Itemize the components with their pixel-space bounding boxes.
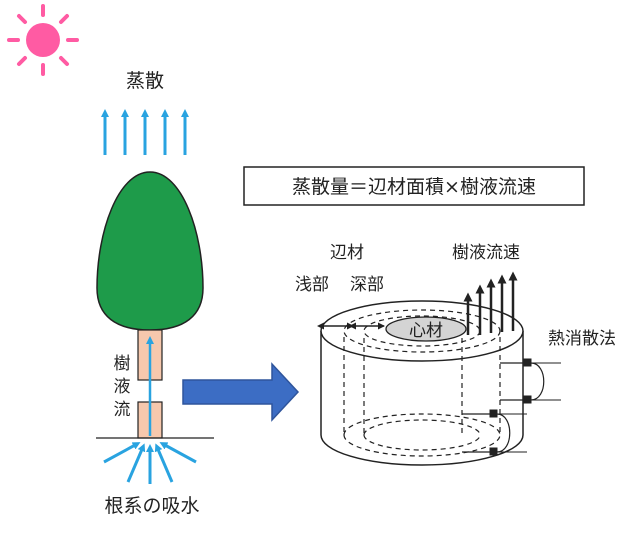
sapwood-label: 辺材 xyxy=(330,243,364,263)
shallow-label: 浅部 xyxy=(295,275,329,295)
sap-label-char: 樹 xyxy=(114,354,131,374)
sap-velocity-label: 樹液流速 xyxy=(452,243,520,263)
sap-label-char: 流 xyxy=(114,400,131,420)
sap-label-char: 液 xyxy=(114,377,131,397)
heartwood-label: 心材 xyxy=(409,321,443,341)
ring-shallow-top xyxy=(343,309,501,353)
probe-head xyxy=(489,447,498,456)
probe-head xyxy=(489,409,498,418)
sun-icon xyxy=(7,4,79,76)
ring-deep-bottom xyxy=(363,419,481,436)
sap-velocity-arrows xyxy=(463,271,518,335)
trunk-cylinder xyxy=(320,300,524,466)
heat-probes xyxy=(462,358,561,456)
probe-wire xyxy=(496,413,511,453)
ring-shallow-bottom xyxy=(343,413,501,436)
probe-head xyxy=(523,395,532,404)
probe-head xyxy=(523,358,532,367)
root-uptake-arrows xyxy=(103,442,197,484)
ring-shallow-bottom-front xyxy=(343,434,501,457)
root-arrow xyxy=(154,443,174,483)
heat-method-label: 熱消散法 xyxy=(548,329,616,349)
deep-label: 深部 xyxy=(350,275,384,295)
tree-crown xyxy=(96,171,204,331)
big-right-arrow xyxy=(182,362,300,422)
sun-core xyxy=(26,23,60,57)
probe-wire xyxy=(530,362,545,401)
root-arrow xyxy=(103,442,141,464)
root-arrow xyxy=(159,442,197,464)
sun-ray xyxy=(59,14,69,24)
sun-ray xyxy=(59,56,69,66)
evaporation-label: 蒸散 xyxy=(126,70,164,92)
cylinder-body xyxy=(320,331,524,466)
ring-deep-bottom-front xyxy=(363,434,481,451)
heartwood-disc xyxy=(385,316,467,342)
sun-ray xyxy=(17,14,27,24)
root-uptake-label: 根系の吸水 xyxy=(104,495,199,517)
root-arrow xyxy=(126,443,146,483)
evaporation-arrows xyxy=(101,109,189,155)
formula-box xyxy=(243,166,585,206)
sun-ray xyxy=(17,56,27,66)
formula-text: 蒸散量＝辺材面積×樹液流速 xyxy=(292,176,536,198)
